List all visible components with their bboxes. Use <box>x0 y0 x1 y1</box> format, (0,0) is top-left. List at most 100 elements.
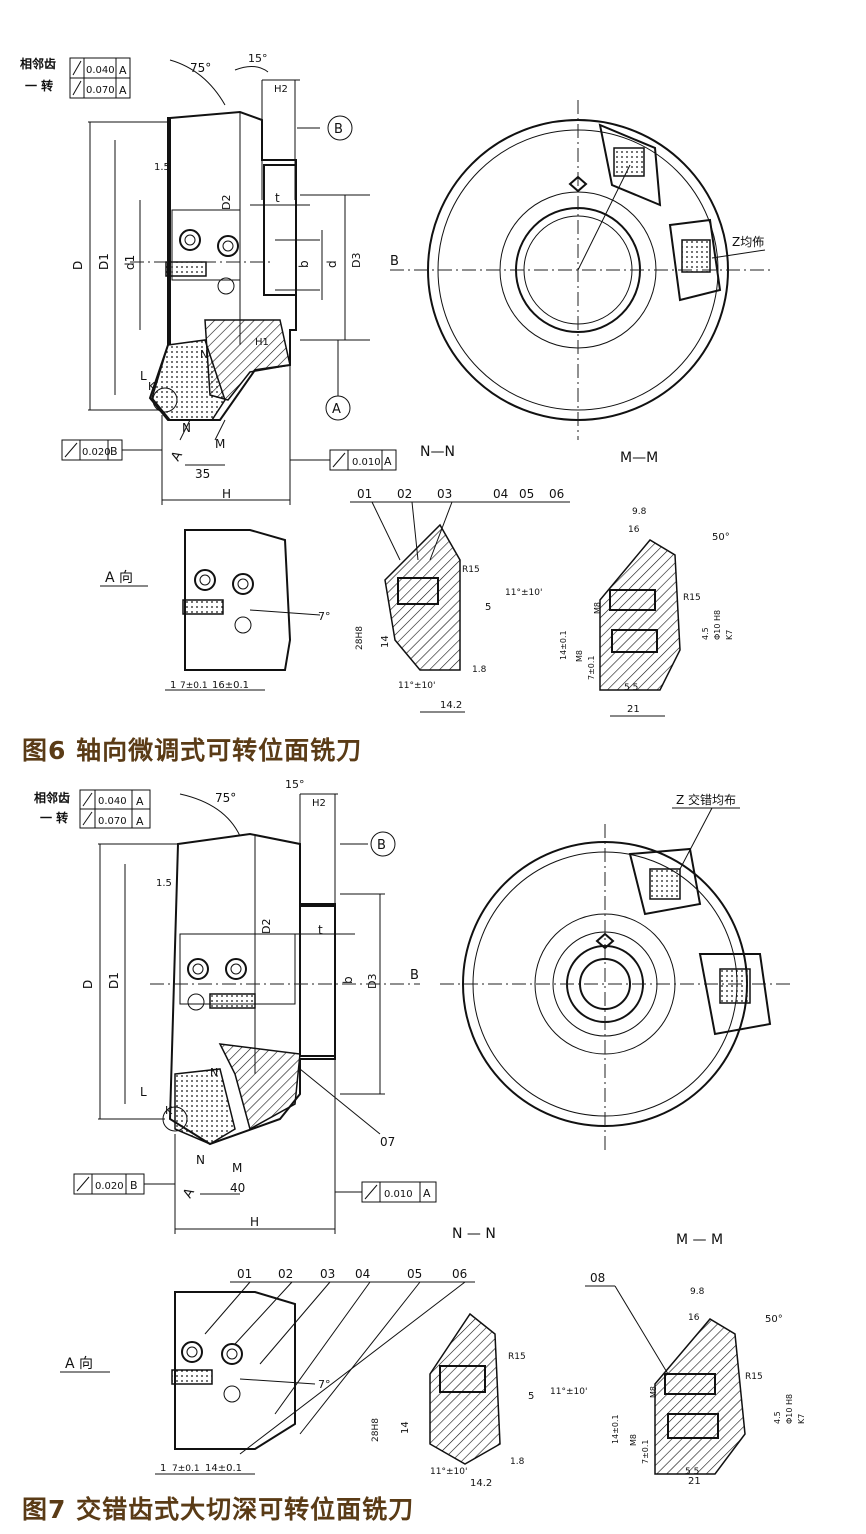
nn7-1-8: 1.8 <box>510 1457 525 1467</box>
mm-16: 16 <box>628 525 640 535</box>
tol7-val-2: 0.070 <box>98 816 127 827</box>
a-view-left-dim: 7±0.1 <box>180 681 208 691</box>
tol7-val-1: 0.040 <box>98 796 127 807</box>
label-adjacent-teeth: 相邻齿 <box>20 56 56 71</box>
tol-val-1: 0.040 <box>86 65 115 76</box>
nn7-5: 5 <box>528 1391 534 1402</box>
mm7-4-5: 4.5 <box>773 1411 782 1424</box>
callout-01: 01 <box>357 487 372 501</box>
figure-6-caption: 图6 轴向微调式可转位面铣刀 <box>22 736 363 765</box>
dim-H: H <box>222 487 231 501</box>
z7-distribution-note: Z 交错均布 <box>676 792 736 807</box>
dim7-D: D <box>81 980 95 989</box>
mm-m8-top: M8 <box>593 602 602 614</box>
dim-d3: D3 <box>350 253 363 268</box>
nn-5: 5 <box>485 602 491 613</box>
dim7-b-axis: B <box>410 968 419 983</box>
figure-7-drawing: 相邻齿 一 转 0.040 0.070 A A 75° 15° H2 B 1.5… <box>34 778 806 1489</box>
dim-D1: D1 <box>97 253 111 270</box>
front-view: B Z均佈 <box>390 100 770 440</box>
tol-datum-2: A <box>119 84 127 97</box>
dim7-angle-15: 15° <box>285 778 305 791</box>
dim7-D1: D1 <box>107 972 121 989</box>
frame7-a-val: 0.010 <box>384 1189 413 1200</box>
nn-28h8: 28H8 <box>355 626 365 650</box>
callout7-01: 01 <box>237 1267 252 1281</box>
mm7-14-01: 14±0.1 <box>611 1414 620 1444</box>
dim7-1-5: 1.5 <box>156 878 172 889</box>
mm-r15: R15 <box>683 593 701 603</box>
mm7-16: 16 <box>688 1313 700 1323</box>
section-n-top: N <box>200 348 208 361</box>
section-mm-title: M—M <box>620 450 658 466</box>
mm7-21: 21 <box>688 1476 701 1487</box>
dim-angle-75: 75° <box>190 61 211 75</box>
mm7-7-01: 7±0.1 <box>641 1439 650 1464</box>
runout-tolerance-table: 相邻齿 一 转 0.040 0.070 A A <box>20 56 131 99</box>
callout-04: 04 <box>493 487 508 501</box>
mm-h8: Φ10 H8 <box>713 610 722 640</box>
section7-m: M <box>232 1161 242 1175</box>
a-view-7: A 向 7° 1 7±0.1 14±0.1 <box>60 1291 331 1475</box>
dim7-H: H <box>250 1215 259 1229</box>
frame-a-datum: A <box>384 455 392 468</box>
datum-b-circle <box>327 115 353 141</box>
mm-9-8: 9.8 <box>632 507 647 517</box>
mm-section-7: 08 9.8 16 50° R15 M8 14±0.1 M8 7±0.1 4.5… <box>585 1271 806 1487</box>
dim-h2: H2 <box>274 84 288 95</box>
dim7-d2: D2 <box>260 919 273 934</box>
dim-d2: D2 <box>220 195 233 210</box>
dim-b: b <box>297 260 311 268</box>
a7-view-right-dim: 14±0.1 <box>205 1463 242 1474</box>
mm-m8-bottom: M8 <box>575 650 584 662</box>
dim7-t: t <box>318 923 323 937</box>
frame-b-val: 0.020 <box>82 447 111 458</box>
callout-07: 07 <box>380 1135 395 1149</box>
nn-14: 14 <box>380 635 391 648</box>
callout-06: 06 <box>549 487 564 501</box>
nn7-angle-bottom: 11°±10' <box>430 1467 467 1477</box>
mm-section: 9.8 16 50° R15 M8 14±0.1 M8 7±0.1 4.5 Φ1… <box>559 507 734 717</box>
dim7-b: b <box>341 976 355 984</box>
datum-a-label: A <box>332 402 341 417</box>
dim7-L: L <box>140 1085 147 1099</box>
mm7-h8: Φ10 H8 <box>785 1394 794 1424</box>
tol-datum-1: A <box>119 64 127 77</box>
arrow7-a: A <box>180 1186 197 1201</box>
callout7-04: 04 <box>355 1267 370 1281</box>
frame-b-datum: B <box>110 445 118 458</box>
dim-d-small: d <box>325 260 339 268</box>
section-nn-title: N—N <box>420 444 455 460</box>
callout-08: 08 <box>590 1271 605 1285</box>
a-view-1: 1 <box>170 680 176 691</box>
mm-14-01: 14±0.1 <box>559 630 568 660</box>
nn-angle-bottom: 11°±10' <box>398 681 435 691</box>
nn7-28h8: 28H8 <box>371 1418 381 1442</box>
nn-14-2: 14.2 <box>440 700 462 711</box>
mm7-r15: R15 <box>745 1372 763 1382</box>
figure-7-caption: 图7 交错齿式大切深可转位面铣刀 <box>22 1495 415 1524</box>
mm7-50deg: 50° <box>765 1314 783 1325</box>
dim7-K: K <box>165 1104 173 1117</box>
front-b-label: B <box>390 254 399 269</box>
a-view-right-dim: 16±0.1 <box>212 680 249 691</box>
mm-4-5: 4.5 <box>701 627 710 640</box>
z-distribution-note: Z均佈 <box>732 234 764 249</box>
callout-03: 03 <box>437 487 452 501</box>
callout7-06: 06 <box>452 1267 467 1281</box>
nn7-angle-top: 11°±10' <box>550 1387 587 1397</box>
a-view: A 向 7° 1 7±0.1 16±0.1 <box>100 529 331 691</box>
a-view-7deg: 7° <box>318 610 331 623</box>
nn-1-8: 1.8 <box>472 665 487 675</box>
callout-02: 02 <box>397 487 412 501</box>
frame7-b-val: 0.020 <box>95 1181 124 1192</box>
side-view: 75° 15° H2 B 1.5 D2 t b d D3 A <box>61 52 397 505</box>
label-one-rev: 一 转 <box>25 78 53 93</box>
label-one-rev-7: 一 转 <box>40 810 68 825</box>
nn-r15: R15 <box>462 565 480 575</box>
section7-nn-title: N — N <box>452 1226 496 1242</box>
dim-K: K <box>148 380 156 393</box>
mm-21: 21 <box>627 704 640 715</box>
side-view-7: 75° 15° H2 B 1.5 D2 t b D3 D D1 <box>73 778 437 1234</box>
arrow-a: A <box>168 449 185 464</box>
